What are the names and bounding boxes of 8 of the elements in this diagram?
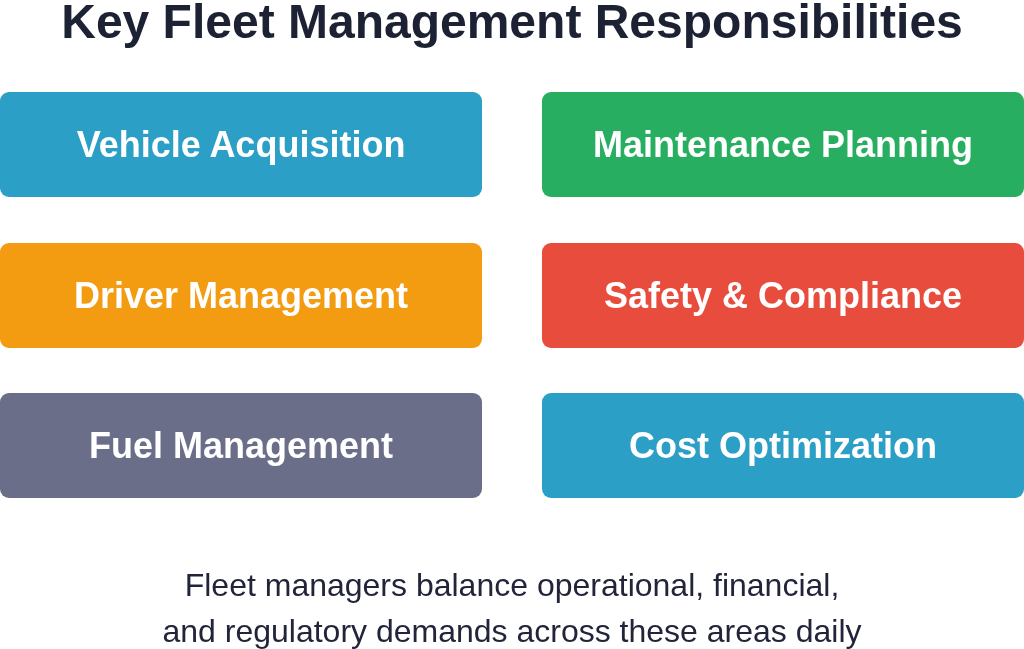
responsibility-card: Fuel Management	[0, 393, 482, 498]
caption: Fleet managers balance operational, financial, and regulatory demands across these areas daily	[161, 566, 863, 649]
title: Key Fleet Management Responsibilities	[61, 0, 963, 48]
responsibility-card: Driver Management	[0, 243, 482, 348]
responsibility-card: Maintenance Planning	[542, 92, 1024, 197]
responsibility-card: Cost Optimization	[542, 393, 1024, 498]
responsibility-card: Safety & Compliance	[542, 243, 1024, 348]
responsibility-card: Vehicle Acquisition	[0, 92, 482, 197]
